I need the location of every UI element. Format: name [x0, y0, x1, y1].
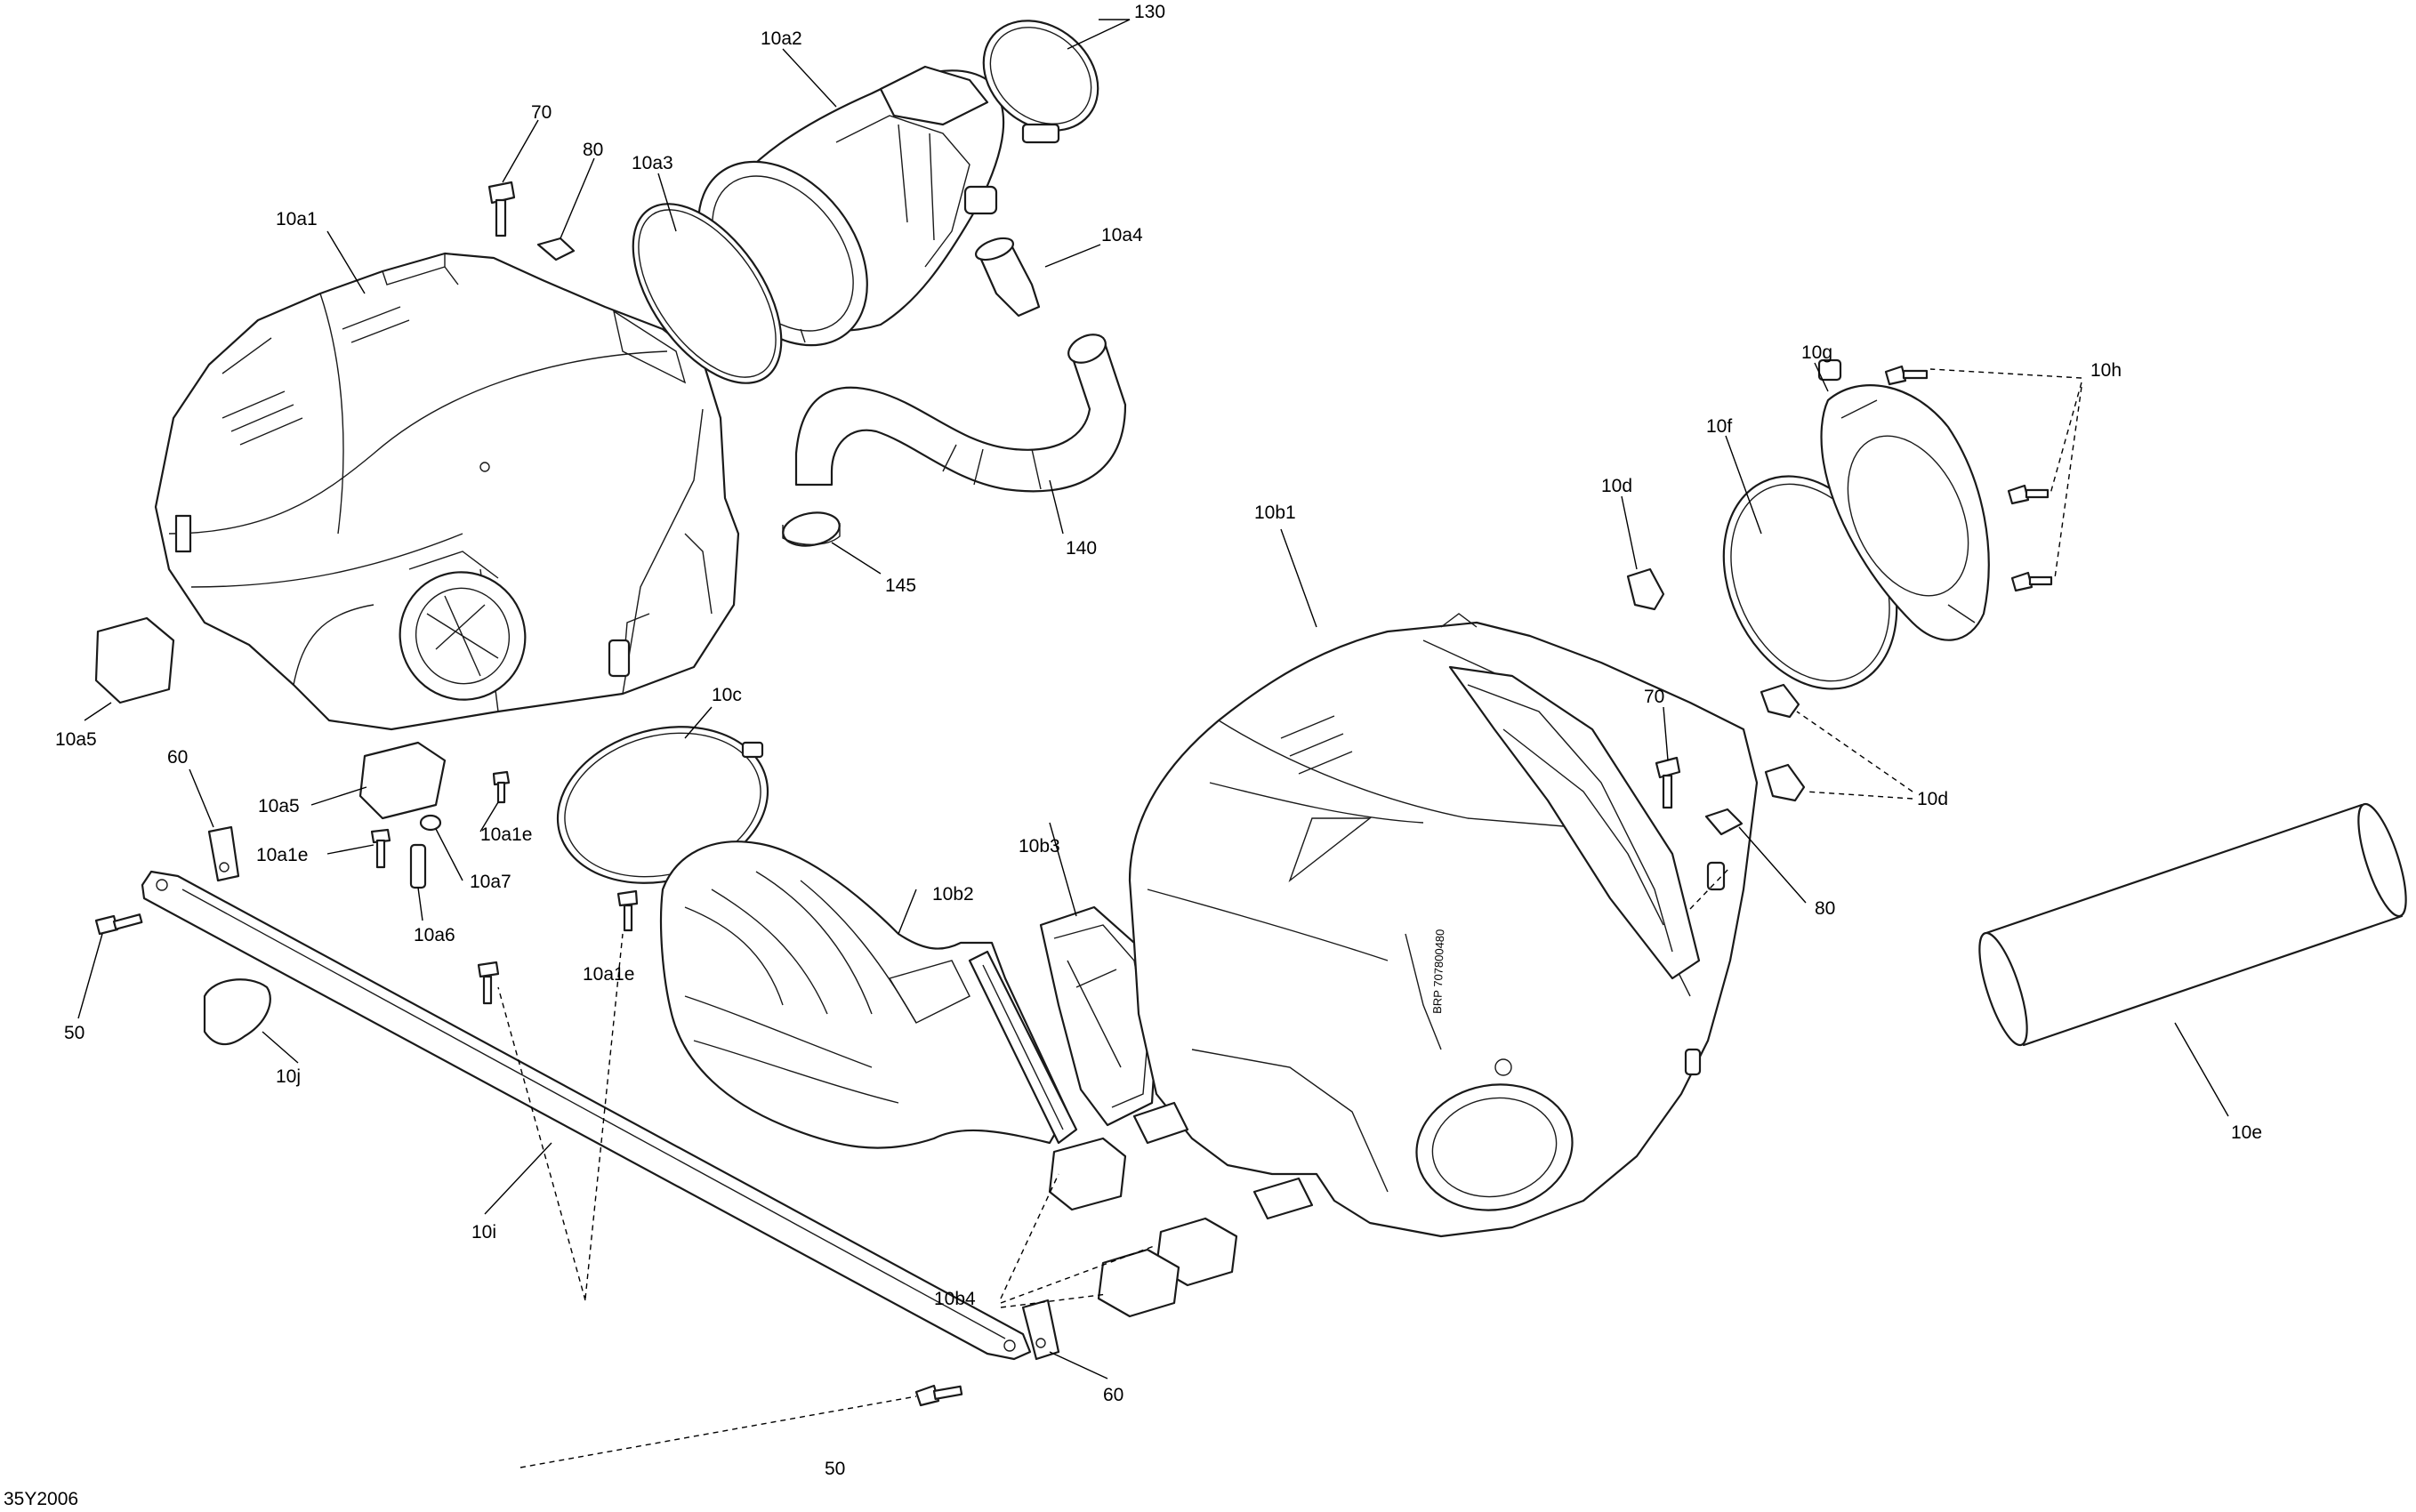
label-10e: 10e: [2231, 1122, 2262, 1143]
screw-10h-b: [2007, 484, 2050, 505]
label-10f: 10f: [1706, 416, 1732, 437]
label-10b2: 10b2: [932, 884, 974, 905]
screw-10a1e-a: [370, 828, 391, 869]
label-10a1e-c: 10a1e: [583, 964, 634, 985]
hose-fitting-10a4: [974, 237, 1041, 318]
label-10i: 10i: [471, 1222, 496, 1243]
label-10g: 10g: [1801, 342, 1832, 363]
clamp-145: [782, 511, 841, 547]
corrugated-duct-10b2: [659, 840, 1078, 1149]
label-60-lower: 60: [1103, 1385, 1123, 1405]
label-10a5-left: 10a5: [55, 729, 97, 750]
grill-10b4-a: [1048, 1137, 1127, 1211]
stamp-text: BRP 707800480: [1430, 929, 1446, 1014]
clamp-10j: [203, 978, 271, 1046]
grill-10a5-lower: [358, 741, 447, 820]
clip-10a7: [419, 814, 442, 832]
label-10a1e-b: 10a1e: [480, 824, 532, 845]
clip-60-lower: [1021, 1299, 1060, 1361]
intake-duct-10a2: [697, 65, 1005, 347]
filter-element-10e: [1978, 802, 2407, 1047]
screw-10h-c: [2010, 571, 2053, 592]
label-70-upper: 70: [531, 102, 552, 123]
label-140: 140: [1066, 538, 1097, 559]
pin-10a6: [409, 843, 427, 889]
cover-10g: [1817, 358, 1990, 641]
label-130: 130: [1134, 2, 1165, 22]
label-10d-upper: 10d: [1601, 476, 1632, 496]
air-box-lower-housing: [1128, 613, 1759, 1238]
clip-10d-a: [1626, 567, 1665, 611]
screw-10h-a: [1884, 365, 1929, 386]
drawing-code: 35Y2006: [4, 1489, 78, 1509]
label-10j: 10j: [276, 1066, 301, 1087]
label-80-right: 80: [1815, 898, 1835, 919]
label-10a4: 10a4: [1101, 225, 1143, 245]
label-60-left: 60: [167, 747, 188, 768]
label-10b4: 10b4: [934, 1289, 976, 1309]
label-10a3: 10a3: [632, 153, 673, 173]
label-10a6: 10a6: [414, 925, 455, 945]
leader-lines: [77, 19, 2229, 1468]
grill-10b4-c: [1097, 1248, 1180, 1318]
air-box-upper-housing: [154, 252, 740, 731]
clip-60-left: [207, 825, 240, 882]
stamp-brp: BRP 707800480: [1430, 929, 1446, 1014]
hose-140: [794, 334, 1127, 493]
label-10a1: 10a1: [276, 209, 318, 229]
label-50-lower: 50: [825, 1459, 845, 1479]
label-10d-lower: 10d: [1917, 789, 1948, 809]
label-10c: 10c: [712, 685, 742, 705]
callout-labels: 130 10a2 70 80 10a3 10a1 10a4 140 145 10…: [4, 2, 2262, 1509]
bolt-50-left: [94, 913, 143, 936]
label-80-upper: 80: [583, 140, 603, 160]
nut-80-upper: [536, 237, 576, 261]
grill-housing-slots: [1132, 1101, 1314, 1220]
bolt-70-right: [1655, 756, 1681, 809]
label-10h: 10h: [2090, 360, 2122, 381]
label-10b1: 10b1: [1254, 503, 1296, 523]
screw-70-upper: [487, 181, 516, 237]
screw-10a1e-d: [477, 961, 500, 1005]
label-10a1e-a: 10a1e: [256, 845, 308, 865]
label-145: 145: [885, 575, 916, 596]
bolt-50-lower: [914, 1384, 963, 1407]
seal-ring-10a3: [632, 203, 783, 384]
label-10b3: 10b3: [1019, 836, 1060, 857]
label-10a2: 10a2: [761, 28, 802, 49]
label-50-left: 50: [64, 1023, 85, 1043]
clip-10d-b: [1760, 683, 1800, 719]
nut-80-right: [1704, 808, 1744, 836]
strap-10i: [141, 870, 1032, 1361]
label-70-right: 70: [1644, 687, 1664, 707]
screw-10a1e-b: [492, 770, 511, 804]
grill-10a5-left: [94, 616, 175, 704]
label-10a7: 10a7: [470, 872, 511, 892]
label-10a5-lower: 10a5: [258, 796, 300, 816]
screw-10a1e-c: [616, 889, 639, 932]
clip-10d-c: [1764, 763, 1806, 802]
